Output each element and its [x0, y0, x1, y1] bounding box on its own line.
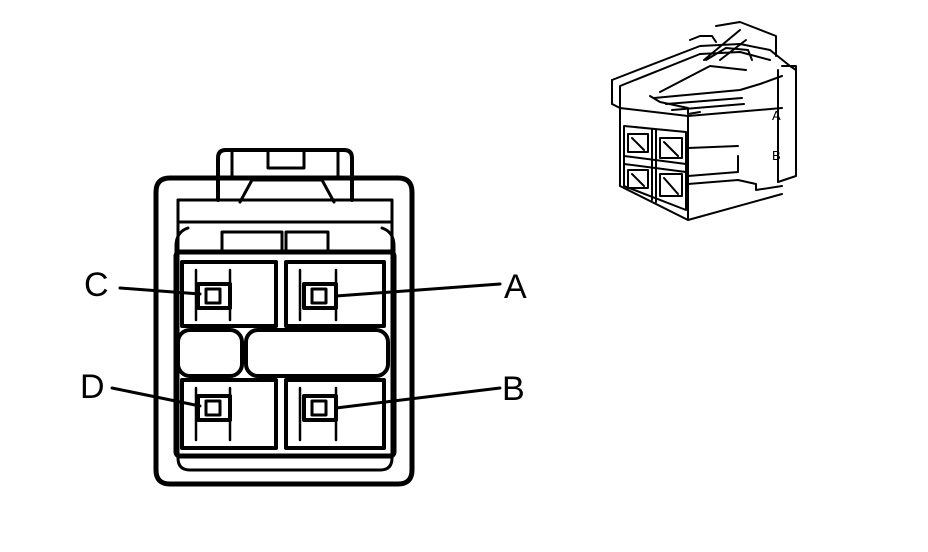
terminal-b	[302, 394, 338, 422]
connector-isometric-view: A B	[611, 21, 797, 221]
pin-label-c: C	[84, 266, 109, 304]
leader-line-d	[110, 386, 202, 408]
center-pad-left	[176, 328, 244, 378]
pin-label-a: A	[504, 268, 527, 306]
terminal-a	[302, 282, 338, 310]
iso-label-a: A	[772, 108, 781, 123]
leader-line-a	[334, 282, 502, 298]
center-pad-right	[244, 328, 390, 378]
cavity-b	[284, 378, 386, 450]
terminal-c	[196, 282, 232, 310]
terminal-d	[196, 394, 232, 422]
connector-face-view: C A D B	[80, 148, 527, 487]
latch-tab	[216, 148, 354, 204]
housing-outer	[153, 175, 415, 487]
pin-label-b: B	[502, 370, 525, 408]
leader-line-c	[118, 286, 202, 296]
cavity-d	[180, 378, 278, 450]
pin-label-d: D	[80, 368, 105, 406]
iso-label-b: B	[772, 148, 781, 163]
cavity-a	[284, 260, 386, 328]
leader-line-b	[334, 386, 502, 410]
housing-inner	[176, 198, 394, 472]
